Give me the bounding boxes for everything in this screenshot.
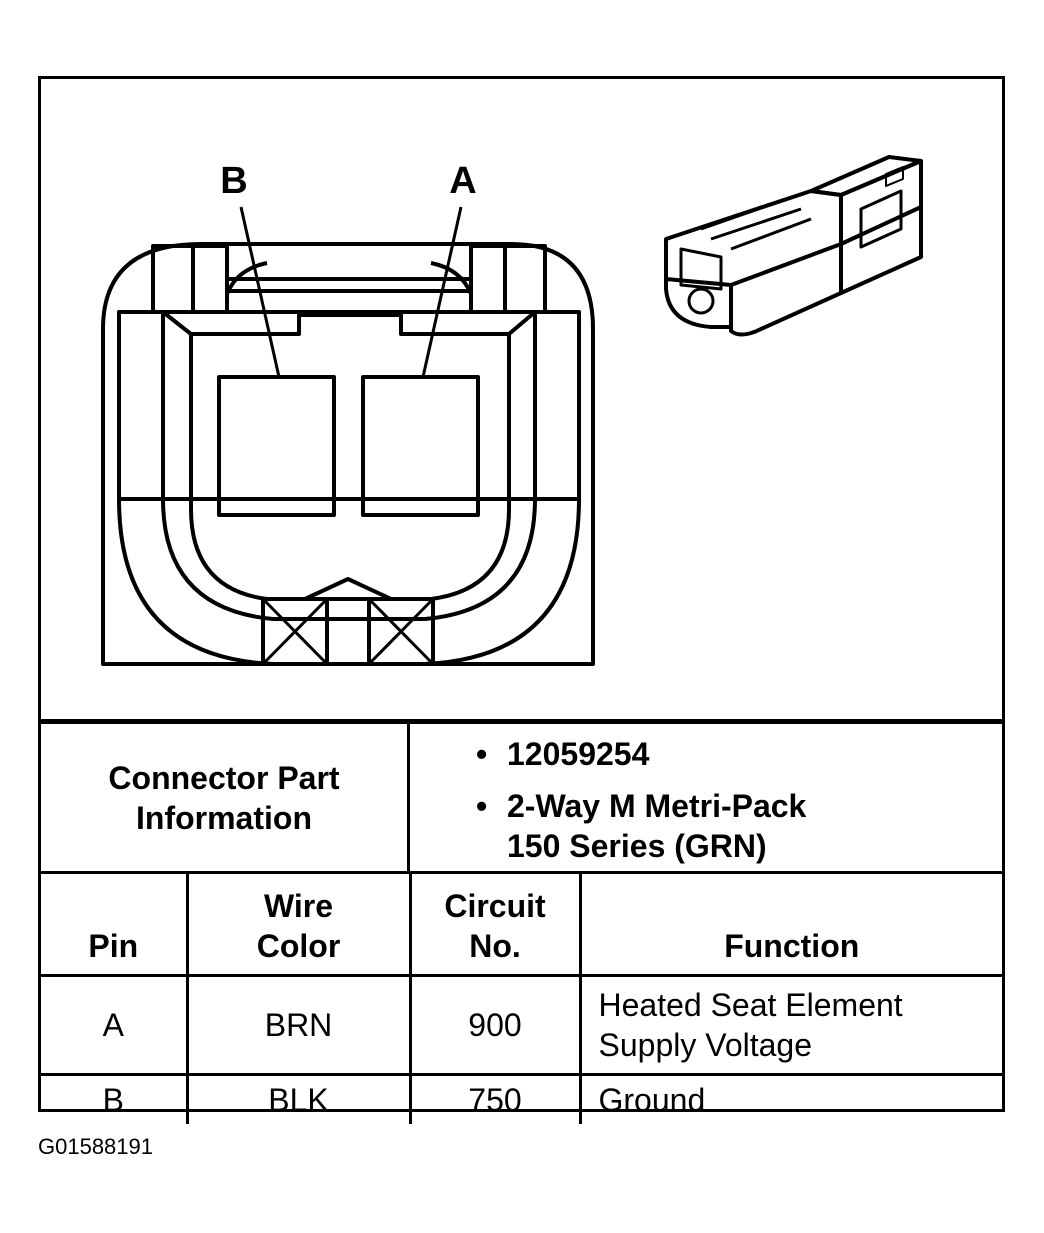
info-label-line2: Information bbox=[136, 799, 312, 836]
pin-table-header: Pin Wire Color Circuit No. Function bbox=[41, 871, 1002, 977]
connector-description-line2: 150 Series (GRN) bbox=[507, 828, 767, 864]
bullet-icon: • bbox=[476, 788, 488, 824]
terminal-b-cavity bbox=[217, 375, 336, 517]
connector-outer-housing bbox=[101, 242, 595, 666]
bottom-key-notch bbox=[304, 577, 392, 601]
latch-post-left-inner bbox=[191, 244, 229, 314]
latch-post-right-outer bbox=[503, 244, 547, 314]
inner-cavity bbox=[189, 313, 511, 601]
header-pin: Pin bbox=[41, 871, 189, 977]
connector-part-info-row: Connector Part Information • 12059254 • … bbox=[41, 719, 1002, 871]
figure-id: G01588191 bbox=[38, 1134, 153, 1159]
iso-top-face bbox=[664, 189, 843, 287]
pin-b-label: B bbox=[220, 160, 247, 202]
bottom-key-walls bbox=[261, 599, 435, 664]
terminal-a-cavity bbox=[361, 375, 480, 517]
connector-isometric-view bbox=[664, 155, 923, 337]
header-wire-color: Wire Color bbox=[185, 871, 412, 977]
cell-wire-color: BLK bbox=[185, 1073, 412, 1124]
pin-a-label: A bbox=[449, 160, 476, 202]
cavity-corners bbox=[161, 310, 537, 336]
leader-line-a bbox=[421, 206, 463, 378]
info-label-line1: Connector Part bbox=[108, 759, 340, 796]
part-number: 12059254 bbox=[507, 736, 650, 772]
header-function: Function bbox=[578, 871, 1002, 977]
iso-front-face bbox=[664, 239, 733, 329]
header-circuit-no: Circuit No. bbox=[408, 871, 582, 977]
connector-part-info-values: • 12059254 • 2-Way M Metri-Pack 150 Seri… bbox=[410, 724, 1002, 871]
cell-circuit: 900 bbox=[408, 974, 582, 1076]
cell-function: Ground bbox=[578, 1073, 1002, 1124]
latch-post-left-outer bbox=[151, 244, 195, 314]
lower-band-outer bbox=[117, 498, 581, 666]
table-row: A BRN 900 Heated Seat Element Supply Vol… bbox=[41, 974, 1002, 1076]
pin-table: Pin Wire Color Circuit No. Function A BR… bbox=[41, 871, 1002, 1124]
lower-band-inner bbox=[161, 498, 537, 621]
latch-bar bbox=[227, 277, 471, 293]
band-dividers bbox=[161, 312, 537, 499]
connector-face-view: B A bbox=[101, 155, 923, 666]
latch-arcs bbox=[225, 261, 473, 295]
table-row: B BLK 750 Ground bbox=[41, 1073, 1002, 1124]
diagram-frame: B A Connector Part Information bbox=[38, 76, 1005, 1124]
bottom-key-crosses bbox=[261, 597, 435, 666]
connector-description-line1: 2-Way M Metri-Pack bbox=[507, 788, 807, 824]
cell-circuit: 750 bbox=[408, 1073, 582, 1124]
latch-post-right-inner bbox=[469, 244, 507, 314]
cell-wire-color: BRN bbox=[185, 974, 412, 1076]
connector-drawing: B A bbox=[41, 79, 1002, 719]
cell-function: Heated Seat Element Supply Voltage bbox=[578, 974, 1002, 1076]
connector-part-info-label: Connector Part Information bbox=[41, 724, 410, 871]
bullet-icon: • bbox=[476, 736, 488, 772]
cell-pin: B bbox=[41, 1073, 189, 1124]
cell-pin: A bbox=[41, 974, 189, 1076]
leader-line-b bbox=[239, 206, 281, 378]
